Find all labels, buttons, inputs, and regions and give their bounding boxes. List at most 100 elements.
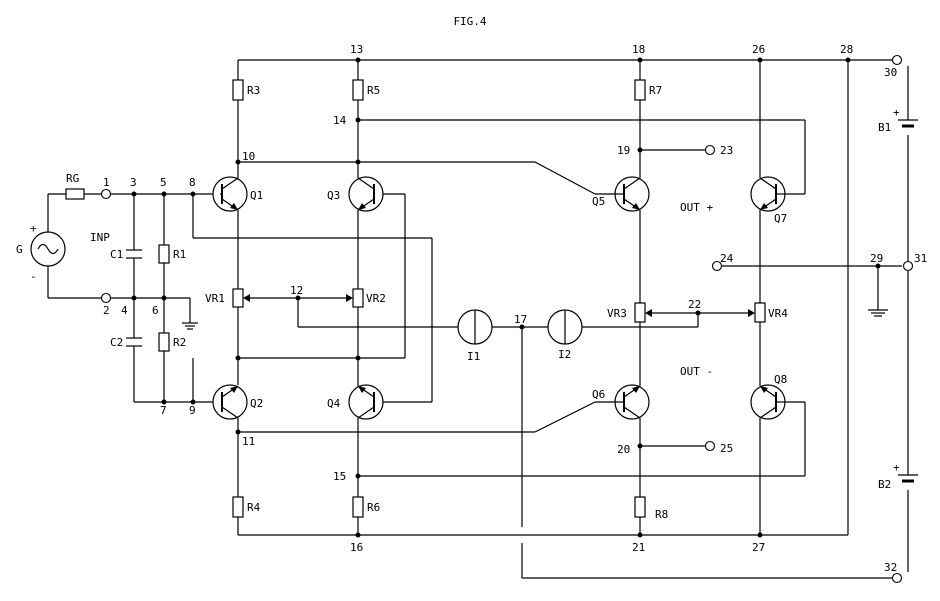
label-inp: INP: [90, 231, 110, 244]
label-r3: R3: [247, 84, 260, 97]
transistor-q5: [595, 176, 650, 212]
label-q6: Q6: [592, 388, 605, 401]
node-label-10: 10: [242, 150, 255, 163]
label-q8: Q8: [774, 373, 787, 386]
label-b1: B1: [878, 121, 891, 134]
junction-dots: [131, 57, 881, 538]
resistor-r5: [352, 79, 364, 101]
vr3: [634, 302, 646, 323]
transistor-symbols: [212, 176, 788, 420]
node-label-13: 13: [350, 43, 363, 56]
node-label-8: 8: [189, 176, 196, 189]
node-label-9: 9: [189, 404, 196, 417]
terminal-32: [891, 572, 903, 584]
label-out-plus: OUT +: [680, 201, 713, 214]
terminals: [100, 54, 914, 584]
figure-title: FIG.4: [453, 15, 486, 28]
resistor-r3: [232, 79, 244, 101]
transistor-q6: [595, 384, 650, 420]
transistor-q2: [212, 384, 248, 420]
node-label-32: 32: [884, 561, 897, 574]
label-g: G: [16, 243, 23, 256]
transistor-q3: [348, 176, 384, 212]
node-label-29: 29: [870, 252, 883, 265]
label-i2: I2: [558, 348, 571, 361]
label-out-minus: OUT -: [680, 365, 713, 378]
label-q3: Q3: [327, 189, 340, 202]
resistor-r8: [634, 496, 646, 518]
ac-source-symbol: [30, 231, 66, 267]
terminal-23: [704, 144, 716, 156]
label-r4: R4: [247, 501, 261, 514]
label-vr4: VR4: [768, 307, 788, 320]
resistor-r1: [158, 244, 170, 264]
node-label-30: 30: [884, 66, 897, 79]
node-label-17: 17: [514, 313, 527, 326]
label-q2: Q2: [250, 397, 263, 410]
node-label-24: 24: [720, 252, 734, 265]
current-source-symbols: [457, 309, 583, 345]
node-label-14: 14: [333, 114, 347, 127]
label-q1: Q1: [250, 189, 263, 202]
node-label-5: 5: [160, 176, 167, 189]
label-c1: C1: [110, 248, 123, 261]
label-r8: R8: [655, 508, 668, 521]
vr3-wiper-arrow: [645, 309, 652, 317]
label-b2: B2: [878, 478, 891, 491]
transistor-q1: [212, 176, 248, 212]
node-number-labels: 1 2 3 4 5 6 7 8 9 10 11 12 13 14 15 16 1…: [103, 43, 927, 574]
resistor-r2: [158, 332, 170, 352]
capacitor-symbols: [126, 249, 142, 347]
node-label-18: 18: [632, 43, 645, 56]
node-label-27: 27: [752, 541, 765, 554]
label-r6: R6: [367, 501, 380, 514]
node-label-16: 16: [350, 541, 363, 554]
transistor-q8: [750, 384, 788, 420]
terminal-24: [711, 260, 723, 272]
node-label-15: 15: [333, 470, 346, 483]
wiring: [47, 59, 909, 579]
label-r7: R7: [649, 84, 662, 97]
node-label-20: 20: [617, 443, 630, 456]
battery-symbols: [898, 119, 918, 483]
label-c2: C2: [110, 336, 123, 349]
node-label-31: 31: [914, 252, 927, 265]
label-i1: I1: [467, 350, 480, 363]
node-label-6: 6: [152, 304, 159, 317]
label-q4: Q4: [327, 397, 341, 410]
label-r2: R2: [173, 336, 186, 349]
node-label-19: 19: [617, 144, 630, 157]
label-g-minus: -: [30, 270, 37, 283]
resistor-r6: [352, 496, 364, 518]
node-label-11: 11: [242, 435, 255, 448]
node-label-7: 7: [160, 404, 167, 417]
label-vr1: VR1: [205, 292, 225, 305]
node-label-22: 22: [688, 298, 701, 311]
node-label-25: 25: [720, 442, 733, 455]
resistor-symbols: [65, 79, 646, 518]
label-q7: Q7: [774, 212, 787, 225]
node-label-28: 28: [840, 43, 853, 56]
terminal-2: [100, 292, 112, 304]
node-label-23: 23: [720, 144, 733, 157]
node-label-1: 1: [103, 176, 110, 189]
variable-resistor-symbols: [232, 288, 766, 323]
terminal-25: [704, 440, 716, 452]
component-labels: RG G + - INP R1 R2 R3 R4 R5 R6 R7 R8 C1 …: [16, 84, 900, 521]
vr4-wiper-arrow: [748, 309, 755, 317]
label-q5: Q5: [592, 195, 605, 208]
label-b2-plus: +: [893, 461, 900, 474]
vr2: [352, 288, 364, 308]
vr1-wiper-arrow: [243, 294, 250, 302]
label-r1: R1: [173, 248, 186, 261]
resistor-r4: [232, 496, 244, 518]
node-label-4: 4: [121, 304, 128, 317]
transistor-q4: [348, 384, 384, 420]
vr1: [232, 288, 244, 308]
vr4: [754, 302, 766, 323]
label-r5: R5: [367, 84, 380, 97]
label-vr3: VR3: [607, 307, 627, 320]
terminal-31: [902, 260, 914, 272]
